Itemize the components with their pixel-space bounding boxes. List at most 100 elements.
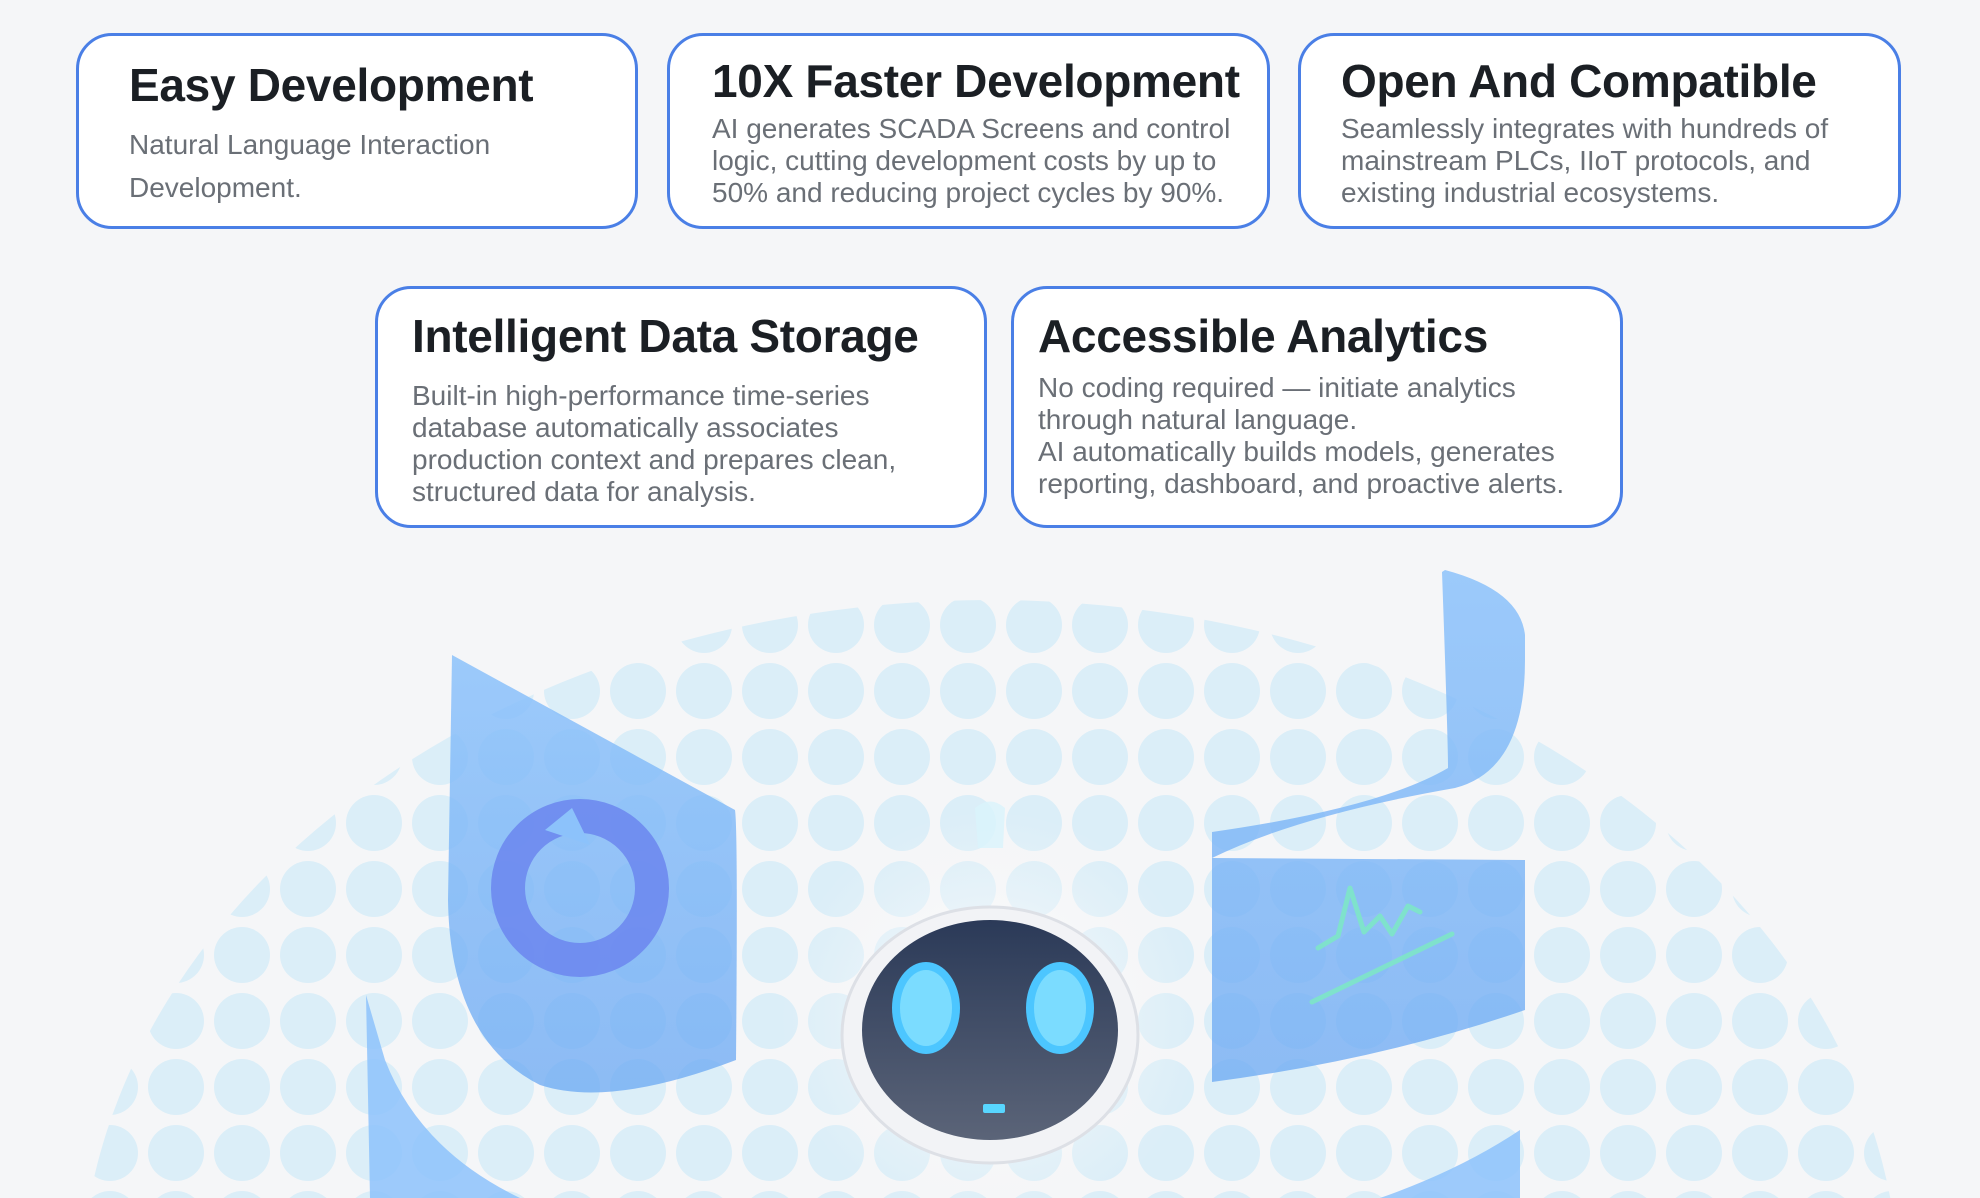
background-dot	[1402, 1059, 1458, 1115]
background-dot	[148, 795, 204, 851]
background-dot	[742, 729, 798, 785]
background-dot	[214, 993, 270, 1049]
hero-illustration	[82, 570, 1900, 1198]
background-dot	[1204, 729, 1260, 785]
background-dot	[742, 1059, 798, 1115]
background-dot	[1732, 729, 1788, 785]
feature-card-faster-development: 10X Faster Development AI generates SCAD…	[667, 33, 1270, 229]
background-dot	[82, 1125, 138, 1181]
background-dot	[1072, 663, 1128, 719]
background-dot	[742, 600, 798, 653]
background-dot	[346, 927, 402, 983]
background-dot	[280, 1125, 336, 1181]
background-dot	[742, 861, 798, 917]
card-description-line: production context and prepares clean,	[412, 443, 897, 475]
background-dot	[1336, 600, 1392, 653]
card-description-line: reporting, dashboard, and proactive aler…	[1038, 467, 1565, 499]
background-dot	[280, 729, 336, 785]
background-dot	[1666, 729, 1722, 785]
background-dot	[214, 1125, 270, 1181]
gauge-icon	[491, 799, 669, 977]
background-dot	[676, 1125, 732, 1181]
background-dot	[742, 1125, 798, 1181]
card-description-line: No coding required — initiate analytics	[1038, 371, 1516, 403]
card-description: No coding required — initiate analytics …	[1038, 372, 1590, 500]
background-dot	[1666, 993, 1722, 1049]
feature-card-open-compatible: Open And Compatible Seamlessly integrate…	[1298, 33, 1901, 229]
background-dot	[214, 1191, 270, 1198]
card-description: Natural Language Interaction Development…	[129, 123, 605, 209]
left-lower-panel	[366, 995, 520, 1198]
background-dot	[874, 729, 930, 785]
background-dot	[1336, 1125, 1392, 1181]
background-dot	[412, 600, 468, 653]
background-dot	[346, 663, 402, 719]
background-dot	[1798, 1059, 1854, 1115]
background-dot	[544, 1125, 600, 1181]
background-dot	[346, 861, 402, 917]
background-dot	[1732, 663, 1788, 719]
background-dot	[1468, 795, 1524, 851]
background-dot	[1600, 861, 1656, 917]
background-dot	[82, 927, 138, 983]
background-dot	[1864, 600, 1900, 653]
background-dot	[148, 600, 204, 653]
line-chart-icon	[1309, 885, 1455, 1005]
background-dot	[610, 1125, 666, 1181]
background-dot	[1138, 1191, 1194, 1198]
background-dot	[1138, 795, 1194, 851]
background-dot	[940, 729, 996, 785]
background-dot	[1666, 861, 1722, 917]
background-dot	[1402, 795, 1458, 851]
background-dot	[1270, 1191, 1326, 1198]
background-dot	[1072, 600, 1128, 653]
background-dot	[1336, 729, 1392, 785]
card-description-line: Seamlessly integrates with hundreds of	[1341, 112, 1829, 144]
background-dot	[1864, 795, 1900, 851]
background-dot	[148, 1191, 204, 1198]
background-dot	[1534, 861, 1590, 917]
background-dot	[82, 795, 138, 851]
background-dot	[1468, 1059, 1524, 1115]
background-dot	[1666, 663, 1722, 719]
card-title: Accessible Analytics	[1038, 310, 1488, 362]
background-dot	[280, 927, 336, 983]
background-dot	[940, 663, 996, 719]
background-dot	[82, 600, 138, 653]
background-dot	[1336, 663, 1392, 719]
feature-card-easy-development: Easy Development Natural Language Intera…	[76, 33, 638, 229]
background-dot	[1270, 1059, 1326, 1115]
card-description-line: through natural language.	[1038, 403, 1358, 435]
background-dot	[82, 1059, 138, 1115]
background-dot	[280, 993, 336, 1049]
background-dot	[1204, 663, 1260, 719]
background-dot	[148, 1059, 204, 1115]
background-dot	[1732, 1191, 1788, 1198]
background-dot	[1006, 663, 1062, 719]
card-description-line: AI automatically builds models, generate…	[1038, 435, 1555, 467]
background-dot	[412, 993, 468, 1049]
background-dot	[676, 729, 732, 785]
background-dot	[610, 663, 666, 719]
background-dot	[148, 1125, 204, 1181]
background-dot	[1072, 729, 1128, 785]
background-dot	[412, 1059, 468, 1115]
background-dot	[1666, 1125, 1722, 1181]
background-dot	[676, 600, 732, 653]
card-description-line: logic, cutting development costs by up t…	[712, 144, 1217, 176]
background-dot	[1864, 927, 1900, 983]
background-dot	[1534, 1059, 1590, 1115]
background-dot	[1600, 1125, 1656, 1181]
background-dot	[280, 663, 336, 719]
background-dot	[1798, 927, 1854, 983]
background-dot	[1534, 1191, 1590, 1198]
background-dot	[1666, 795, 1722, 851]
background-dot	[346, 993, 402, 1049]
background-dot	[478, 1125, 534, 1181]
background-dot	[1864, 993, 1900, 1049]
background-dot	[1666, 1191, 1722, 1198]
background-dot	[1666, 1059, 1722, 1115]
background-dot	[1534, 795, 1590, 851]
background-dot	[1204, 600, 1260, 653]
card-description-line: Development.	[129, 171, 302, 203]
